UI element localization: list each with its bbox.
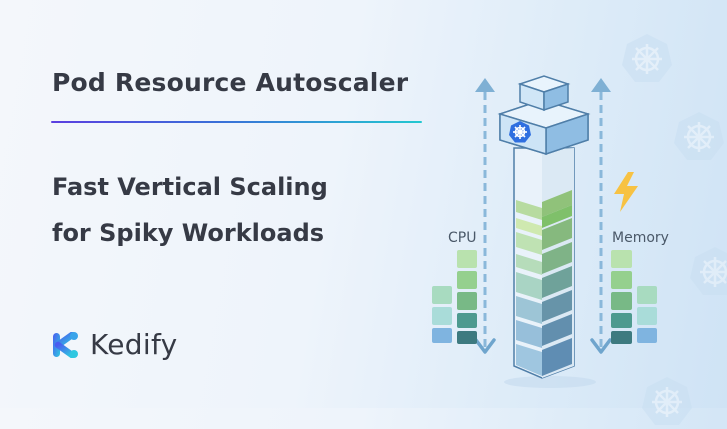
slide-subtitle: Fast Vertical Scaling for Spiky Workload… — [52, 164, 328, 256]
subtitle-line-1: Fast Vertical Scaling — [52, 173, 328, 201]
kubernetes-watermark-icon — [640, 375, 694, 429]
title-divider — [51, 121, 422, 123]
subtitle-line-2: for Spiky Workloads — [52, 219, 325, 247]
kubernetes-icon — [508, 120, 532, 144]
pod-column-illustration — [490, 70, 600, 390]
slide-title: Pod Resource Autoscaler — [52, 68, 409, 97]
memory-label: Memory — [612, 230, 669, 246]
cpu-bars — [432, 250, 482, 346]
kedify-logo-icon — [52, 331, 80, 358]
memory-bars — [611, 250, 661, 346]
kubernetes-watermark-icon — [672, 110, 726, 164]
kubernetes-watermark-icon — [688, 245, 727, 299]
scale-arrow-right — [590, 78, 612, 364]
cpu-label: CPU — [448, 230, 477, 246]
scale-arrow-left — [474, 78, 496, 364]
kubernetes-watermark-icon — [620, 32, 674, 86]
lightning-bolt-icon — [612, 172, 640, 212]
kedify-logo: Kedify — [52, 328, 177, 361]
kedify-wordmark: Kedify — [90, 328, 178, 361]
